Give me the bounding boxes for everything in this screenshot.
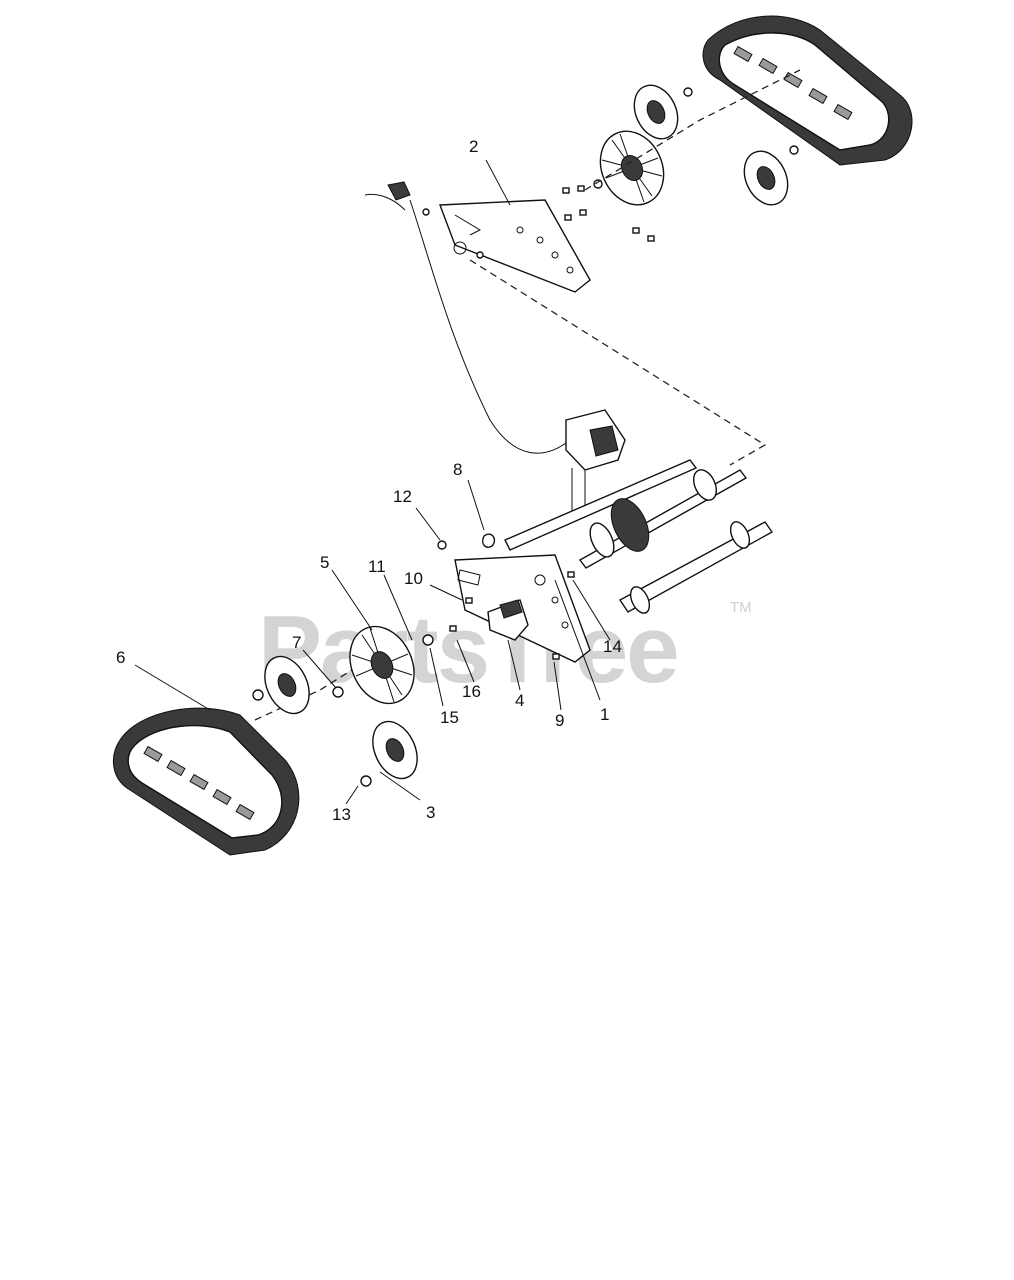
callout-10: 10 <box>404 569 423 588</box>
lower-wheels <box>252 655 418 787</box>
lower-hub <box>332 625 415 705</box>
main-axle <box>504 459 748 569</box>
watermark-tm: TM <box>730 599 752 616</box>
callout-11: 11 <box>368 557 386 576</box>
callout-1: 1 <box>600 705 609 724</box>
upper-track <box>702 15 913 166</box>
callout-2: 2 <box>469 137 478 156</box>
lower-hardware <box>422 533 575 660</box>
callout-12: 12 <box>393 487 412 506</box>
leader-lines <box>134 159 611 805</box>
watermark: PartsTree TM <box>258 596 752 703</box>
gear-housing <box>565 409 626 515</box>
callout-9: 9 <box>555 711 564 730</box>
callout-labels: 2 8 12 5 11 10 7 6 14 16 15 4 9 1 3 13 <box>116 137 622 824</box>
callout-4: 4 <box>515 691 524 710</box>
watermark-logo: PartsTree <box>258 596 678 703</box>
callout-5: 5 <box>320 553 329 572</box>
callout-13: 13 <box>332 805 351 824</box>
alignment-lines <box>254 69 801 721</box>
lower-track <box>112 707 300 856</box>
upper-hardware <box>422 185 655 259</box>
callout-14: 14 <box>603 637 622 656</box>
upper-plate <box>439 199 591 293</box>
bracket <box>487 599 529 641</box>
callout-15: 15 <box>440 708 459 727</box>
callout-8: 8 <box>453 460 462 479</box>
callout-3: 3 <box>426 803 435 822</box>
lower-axle <box>618 521 774 614</box>
control-cable <box>364 181 571 454</box>
callout-7: 7 <box>292 633 301 652</box>
upper-wheel-assembly <box>593 84 799 206</box>
callout-6: 6 <box>116 648 125 667</box>
callout-16: 16 <box>462 682 481 701</box>
